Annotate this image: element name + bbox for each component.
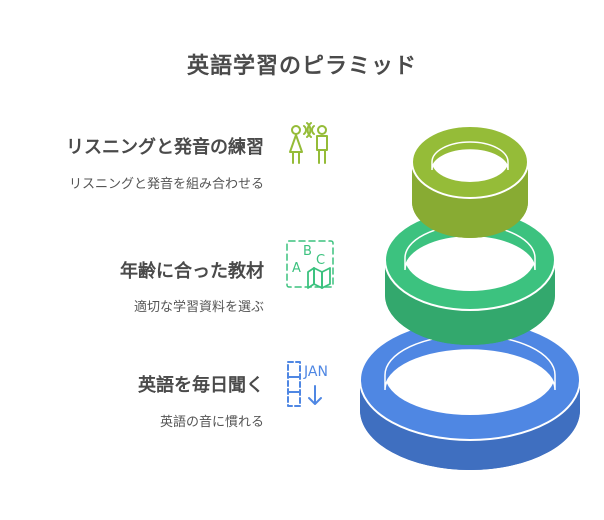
two-people-talking-icon: [289, 122, 328, 164]
item-title-listening: リスニングと発音の練習: [66, 137, 264, 158]
top-ring: [411, 125, 529, 238]
icon-letter-c: C: [316, 253, 325, 268]
bottom-ring: [359, 319, 581, 470]
icon-letter-b: B: [303, 244, 312, 259]
item-desc-materials: 適切な学習資料を選ぶ: [133, 300, 264, 315]
item-desc-listening: リスニングと発音を組み合わせる: [68, 177, 264, 192]
diagram-title: 英語学習のピラミッド: [186, 54, 417, 79]
abc-book-icon: A B C: [286, 240, 334, 289]
ring-pyramid: [359, 125, 581, 470]
icon-letter-a: A: [292, 261, 301, 276]
icon-jan-text: JAN: [303, 364, 328, 380]
item-desc-daily: 英語の音に慣れる: [159, 415, 264, 430]
item-title-daily: 英語を毎日聞く: [138, 375, 264, 396]
calendar-jan-icon: JAN: [287, 361, 328, 407]
item-title-materials: 年齢に合った教材: [120, 261, 264, 282]
middle-ring: [384, 209, 556, 345]
